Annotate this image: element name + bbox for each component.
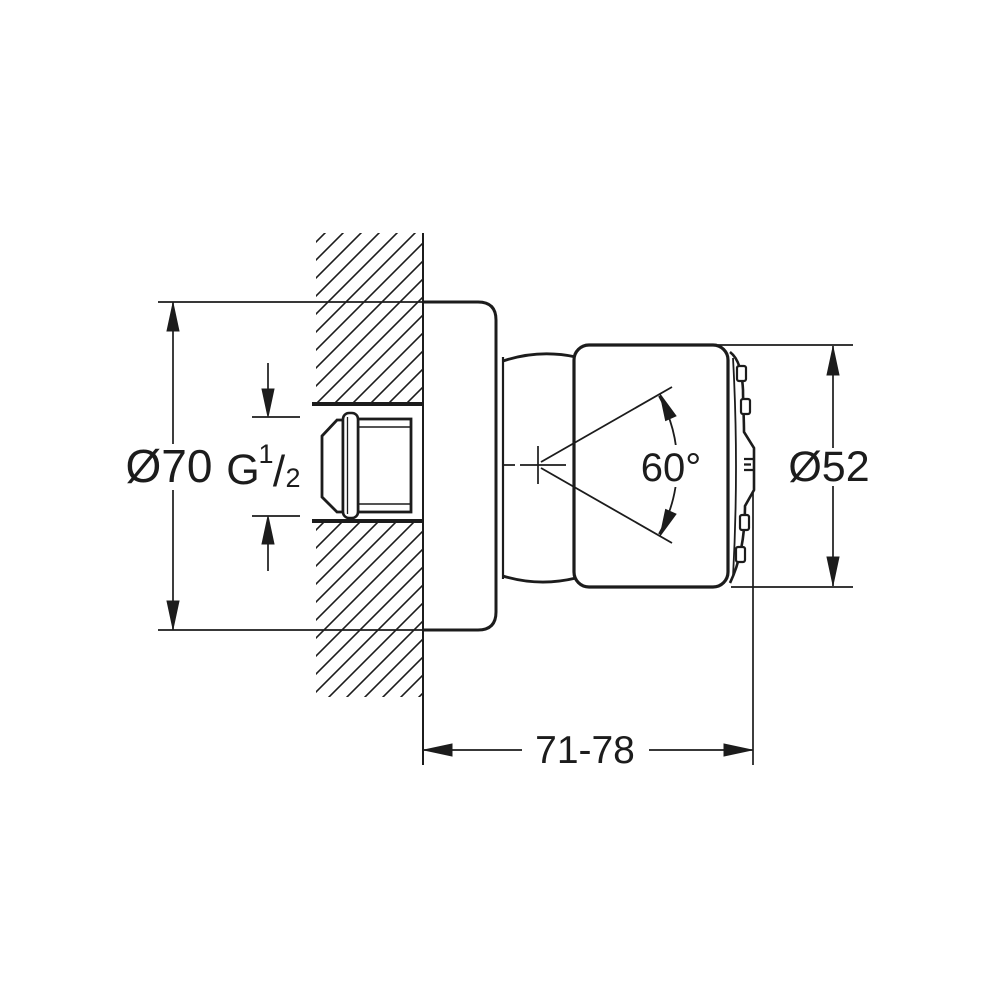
arrowhead-up [261,515,275,545]
neck [501,352,577,584]
arrowhead-up [826,346,840,376]
dimension-flange-diameter: Ø70 [126,301,423,631]
wall-hatch-upper [316,233,423,404]
flange-diameter-label: Ø70 [126,440,213,492]
threaded-fitting [320,411,413,520]
angle-ray-lower [540,467,673,544]
nozzle-tab-2 [739,397,752,416]
arrowhead-right [723,743,753,757]
nozzle-tab-1 [735,364,748,383]
neck-top-edge [502,352,577,363]
union-nut-profile [320,418,345,514]
nozzle-tab-4 [734,545,747,564]
arrowhead-down [261,388,275,418]
angle-label-mask [639,445,707,487]
neck-bottom-edge [502,574,577,584]
thread-core-lines [358,426,411,505]
head-diameter-label: Ø52 [788,443,869,491]
face-back-line [732,357,737,578]
dimension-depth-range: 71-78 [423,493,754,772]
dimension-spray-angle: 60° [504,386,707,544]
wall-section [312,233,423,697]
arrowhead-left [423,743,453,757]
spray-face [728,350,756,584]
arrowhead-down [166,600,180,630]
center-mark [504,446,566,484]
thread-body [356,417,413,514]
arrowhead-up [166,302,180,332]
nozzle-tab-3 [738,513,751,532]
center-nozzle-detail [744,457,753,472]
wall-hatch-lower [316,522,423,697]
thread-label-numerator: 1 [258,439,273,469]
angle-ray-upper [540,386,673,463]
collar-ring [341,411,360,520]
dimension-thread-size: G 1 / 2 [226,363,301,571]
thread-label-denominator: 2 [285,463,300,493]
depth-range-label: 71-78 [535,729,635,772]
spray-angle-label: 60° [641,446,702,490]
thread-label-slash: / [273,447,286,496]
dimension-head-diameter: Ø52 [718,344,870,588]
arrowhead-down [826,556,840,586]
thread-label-g: G [226,446,259,494]
wall-flange [423,300,498,632]
